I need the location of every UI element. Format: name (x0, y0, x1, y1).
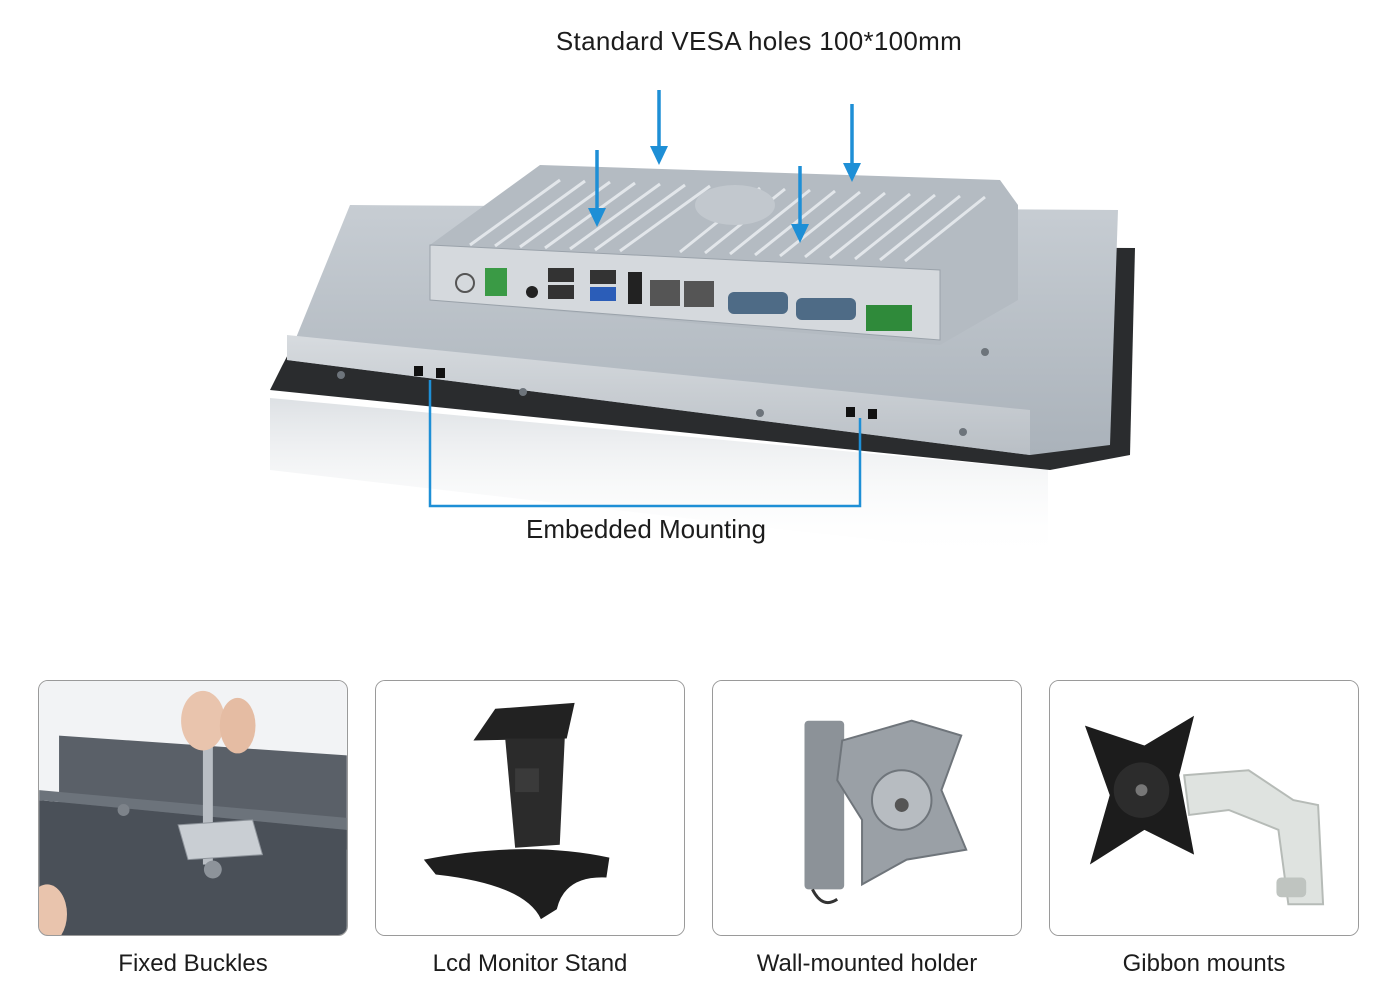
lan-port-icon (684, 281, 714, 307)
lan-port-icon (650, 280, 680, 306)
terminal-block-icon (485, 268, 507, 296)
gibbon-mount-caption: Gibbon mounts (1122, 950, 1286, 977)
usb-port-icon (548, 268, 574, 282)
audio-jack-icon (526, 286, 538, 298)
screws (337, 348, 989, 436)
gibbon-mount-card (1049, 680, 1359, 936)
com-port-icon (796, 298, 856, 320)
com-port-icon (728, 292, 788, 314)
embedded-label: Embedded Mounting (526, 514, 766, 544)
embedded-bracket-line (428, 380, 862, 508)
embedded-mount-slots (414, 366, 877, 419)
fixed-buckles-caption: Fixed Buckles (118, 950, 268, 977)
monitor-stand-card (375, 680, 685, 936)
heatsink-center-boss (695, 185, 775, 225)
vesa-label: Standard VESA holes 100*100mm (555, 26, 963, 56)
dc-input-icon (866, 305, 912, 331)
vesa-arrows (588, 90, 861, 243)
wall-holder-caption: Wall-mounted holder (756, 950, 978, 977)
side-edge (287, 335, 1030, 455)
wall-holder-photo (713, 681, 1021, 935)
fixed-buckles-card (38, 680, 348, 936)
usb-port-icon (590, 270, 616, 284)
gibbon-mount-photo (1050, 681, 1358, 935)
floor-reflection (270, 398, 1048, 560)
io-ports (455, 268, 912, 331)
monitor-stand-caption: Lcd Monitor Stand (432, 950, 628, 977)
wall-holder-card (712, 680, 1022, 936)
panel-pc-back-illustration (270, 90, 1135, 560)
fixed-buckle-photo (39, 681, 347, 935)
usb-port-icon (548, 285, 574, 299)
usb3-port-icon (590, 287, 616, 301)
monitor-stand-photo (376, 681, 684, 935)
hdmi-port-icon (628, 272, 642, 304)
power-button-icon (455, 273, 475, 293)
